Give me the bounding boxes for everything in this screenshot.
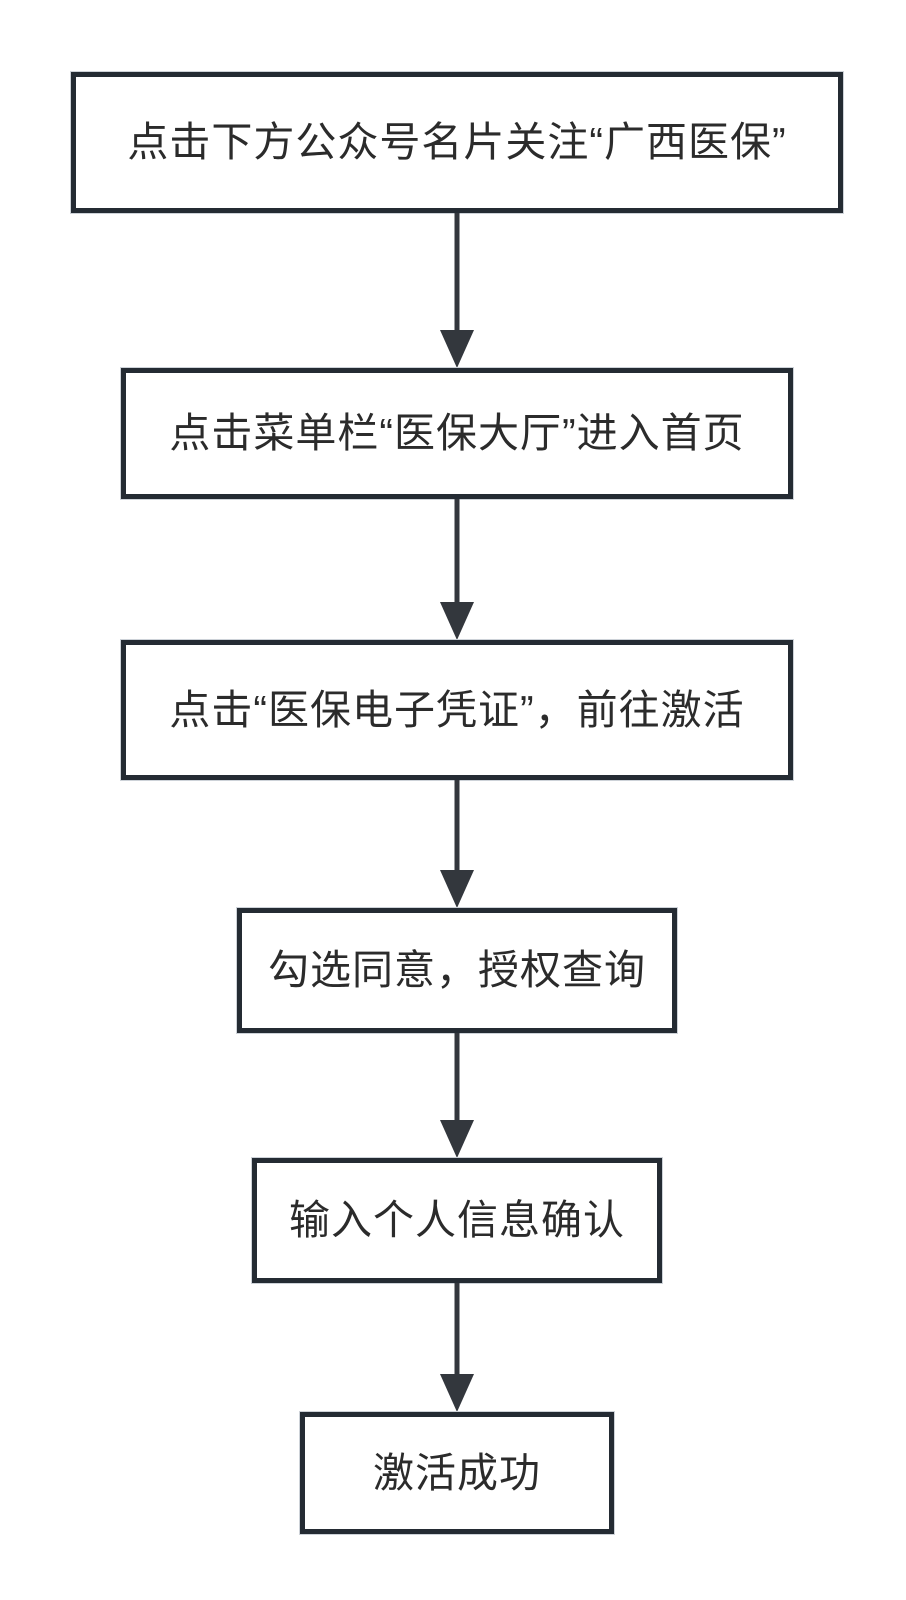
flow-arrow-4 (440, 1033, 474, 1158)
arrow-line (454, 213, 460, 338)
flow-arrow-5 (440, 1283, 474, 1412)
arrow-head-down-icon (440, 602, 474, 640)
arrow-line (454, 780, 460, 878)
arrow-head-down-icon (440, 870, 474, 908)
flow-node-step-2-label: 点击菜单栏“医保大厅”进入首页 (169, 410, 745, 456)
flow-arrow-3 (440, 780, 474, 908)
arrow-line (454, 1283, 460, 1382)
flow-node-step-3: 点击“医保电子凭证”，前往激活 (121, 640, 793, 780)
arrow-head-down-icon (440, 330, 474, 368)
arrow-line (454, 1033, 460, 1128)
flow-node-step-6: 激活成功 (300, 1412, 614, 1534)
arrow-head-down-icon (440, 1374, 474, 1412)
flow-node-step-1-label: 点击下方公众号名片关注“广西医保” (127, 119, 787, 165)
flow-node-step-5: 输入个人信息确认 (252, 1158, 662, 1283)
flow-node-step-1: 点击下方公众号名片关注“广西医保” (71, 72, 843, 213)
arrow-line (454, 499, 460, 610)
flow-node-step-6-label: 激活成功 (373, 1449, 541, 1496)
arrow-head-down-icon (440, 1120, 474, 1158)
flow-node-step-3-label: 点击“医保电子凭证”，前往激活 (169, 686, 745, 733)
flow-node-step-2: 点击菜单栏“医保大厅”进入首页 (121, 368, 793, 499)
flow-node-step-4: 勾选同意，授权查询 (237, 908, 677, 1033)
flow-node-step-5-label: 输入个人信息确认 (289, 1197, 625, 1243)
flow-arrow-2 (440, 499, 474, 640)
flow-node-step-4-label: 勾选同意，授权查询 (268, 947, 646, 993)
flow-arrow-1 (440, 213, 474, 368)
